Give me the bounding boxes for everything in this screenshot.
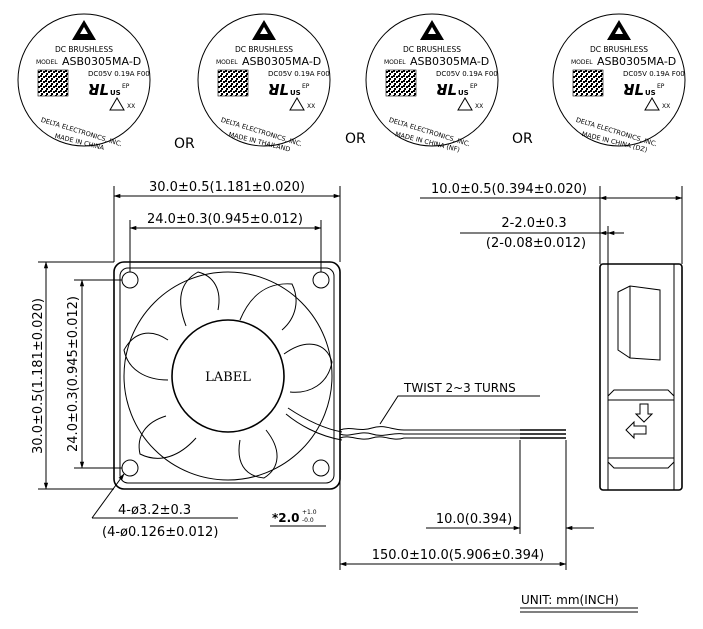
ul-mark-icon: ꓤL bbox=[436, 81, 457, 99]
ul-suffix: US bbox=[290, 89, 301, 97]
qr-code-icon bbox=[37, 69, 69, 97]
fan-blade bbox=[180, 271, 220, 327]
model-number: ASB0305MA-D bbox=[242, 55, 321, 68]
strip-length-dim: 10.0(0.394) bbox=[436, 512, 512, 527]
strip-prefix: *2.0 bbox=[272, 511, 300, 525]
holes-inch-dim: (4-ø0.126±0.012) bbox=[102, 525, 218, 540]
front-dimensions: 30.0±0.5(1.181±0.020) 24.0±0.3(0.945±0.0… bbox=[31, 180, 341, 540]
twist-note: TWIST 2~3 TURNS bbox=[403, 381, 516, 395]
side-dimensions: 10.0±0.5(0.394±0.020) 2-2.0±0.3 (2-0.08±… bbox=[420, 182, 683, 264]
brand-text: DC BRUSHLESS bbox=[590, 45, 648, 54]
mounting-hole bbox=[312, 459, 330, 477]
xx-text: XX bbox=[475, 103, 483, 110]
rating-text: DC05V 0.19A F00 bbox=[88, 70, 150, 78]
fan-blade bbox=[239, 283, 297, 331]
ul-suffix: US bbox=[110, 89, 121, 97]
hub-label: LABEL bbox=[205, 370, 251, 385]
fan-blade bbox=[123, 332, 169, 381]
qr-code-icon bbox=[572, 69, 604, 97]
overall-height-dim: 30.0±0.5(1.181±0.020) bbox=[31, 298, 46, 454]
strip-tol-plus: +1.0 bbox=[302, 509, 317, 516]
unit-text: UNIT: mm(INCH) bbox=[521, 593, 619, 607]
xx-text: XX bbox=[127, 103, 135, 110]
warning-triangle-icon bbox=[109, 97, 125, 111]
thickness-dim: 10.0±0.5(0.394±0.020) bbox=[431, 182, 587, 197]
flange-dim: 2-2.0±0.3 bbox=[501, 216, 566, 231]
or-separator: OR bbox=[345, 131, 366, 147]
fan-side-view bbox=[599, 263, 683, 491]
warning-triangle-icon bbox=[457, 97, 473, 111]
xx-text: XX bbox=[662, 103, 670, 110]
lead-length-dim: 150.0±10.0(5.906±0.394) bbox=[372, 548, 545, 563]
qr-code-icon bbox=[385, 69, 417, 97]
fan-front-view: LABEL bbox=[113, 261, 343, 490]
fan-blade bbox=[238, 429, 278, 479]
fan-blade bbox=[138, 415, 197, 459]
mounting-hole bbox=[121, 459, 139, 477]
delta-logo-icon bbox=[607, 20, 631, 40]
ul-suffix: US bbox=[645, 89, 656, 97]
holes-dim: 4-ø3.2±0.3 bbox=[118, 503, 191, 518]
mounting-hole bbox=[121, 271, 139, 289]
ul-suffix: US bbox=[458, 89, 469, 97]
hub bbox=[171, 319, 285, 433]
product-label-1: DC BRUSHLESS MODEL ASB0305MA-D DC05V 0.1… bbox=[17, 13, 151, 152]
model-prefix: MODEL bbox=[216, 59, 238, 66]
rotation-arrow-icon bbox=[625, 420, 647, 440]
ep-text: EP bbox=[122, 83, 130, 90]
warning-triangle-icon bbox=[644, 97, 660, 111]
model-number: ASB0305MA-D bbox=[410, 55, 489, 68]
delta-logo-icon bbox=[72, 20, 96, 40]
delta-logo-icon bbox=[420, 20, 444, 40]
ul-mark-icon: ꓤL bbox=[88, 81, 109, 99]
lead-wires: TWIST 2~3 TURNS bbox=[339, 381, 566, 440]
unit-note: UNIT: mm(INCH) bbox=[520, 593, 638, 613]
model-prefix: MODEL bbox=[571, 59, 593, 66]
model-number: ASB0305MA-D bbox=[62, 55, 141, 68]
fan-blade bbox=[283, 343, 333, 393]
ep-text: EP bbox=[470, 83, 478, 90]
strip-tol-minus: -0.0 bbox=[302, 517, 314, 524]
ul-mark-icon: ꓤL bbox=[268, 81, 289, 99]
airflow-arrow-icon bbox=[634, 403, 654, 423]
rating-text: DC05V 0.19A F00 bbox=[436, 70, 498, 78]
ul-mark-icon: ꓤL bbox=[623, 81, 644, 99]
rating-text: DC05V 0.19A F00 bbox=[623, 70, 685, 78]
or-separator: OR bbox=[512, 131, 533, 147]
product-label-4: DC BRUSHLESS MODEL ASB0305MA-D DC05V 0.1… bbox=[552, 13, 686, 154]
delta-logo-icon bbox=[252, 20, 276, 40]
brand-text: DC BRUSHLESS bbox=[403, 45, 461, 54]
model-prefix: MODEL bbox=[384, 59, 406, 66]
flange-inch-dim: (2-0.08±0.012) bbox=[486, 236, 586, 251]
mounting-hole bbox=[312, 271, 330, 289]
qr-code-icon bbox=[217, 69, 249, 97]
lead-dimensions: *2.0 +1.0 -0.0 10.0(0.394) 150.0±10.0(5.… bbox=[270, 440, 594, 570]
product-label-2: DC BRUSHLESS MODEL ASB0305MA-D DC05V 0.1… bbox=[197, 13, 331, 154]
ep-text: EP bbox=[302, 83, 310, 90]
xx-text: XX bbox=[307, 103, 315, 110]
hole-spacing-vertical-dim: 24.0±0.3(0.945±0.012) bbox=[66, 296, 81, 452]
or-separator: OR bbox=[174, 136, 195, 152]
warning-triangle-icon bbox=[289, 97, 305, 111]
ep-text: EP bbox=[657, 83, 665, 90]
overall-width-dim: 30.0±0.5(1.181±0.020) bbox=[149, 180, 305, 195]
brand-text: DC BRUSHLESS bbox=[55, 45, 113, 54]
brand-text: DC BRUSHLESS bbox=[235, 45, 293, 54]
product-label-3: DC BRUSHLESS MODEL ASB0305MA-D DC05V 0.1… bbox=[365, 13, 499, 154]
hole-spacing-dim: 24.0±0.3(0.945±0.012) bbox=[147, 212, 303, 227]
model-prefix: MODEL bbox=[36, 59, 58, 66]
rating-text: DC05V 0.19A F00 bbox=[268, 70, 330, 78]
model-number: ASB0305MA-D bbox=[597, 55, 676, 68]
